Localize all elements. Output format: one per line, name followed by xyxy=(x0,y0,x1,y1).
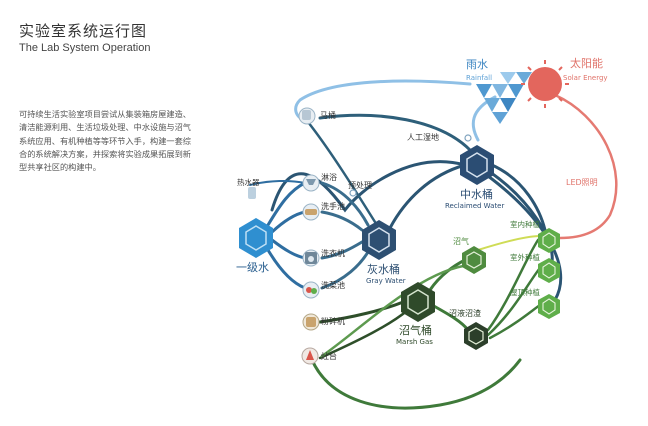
reclaimed-water-hub xyxy=(460,145,494,185)
wetland-node xyxy=(464,134,472,142)
vegetable-sink-label: 洗菜池 xyxy=(321,280,345,290)
primary-to-veg-line xyxy=(266,248,307,290)
rain-icon xyxy=(476,72,532,124)
slurry-to-indoor-line xyxy=(486,238,540,332)
shower-to-gray-line xyxy=(320,181,370,227)
intro-paragraph: 可持续生活实验室项目尝试从集装箱房屋建造、清洁能源利用、生活垃圾处理、中水设施与… xyxy=(19,109,191,173)
sink-to-gray-line xyxy=(320,210,364,232)
reclaimed-to-primary-line xyxy=(270,160,467,213)
stove-label: 灶台 xyxy=(321,351,337,361)
stove-loop-line xyxy=(310,358,522,410)
veg-to-gray-line xyxy=(320,250,370,290)
sink-label: 洗手池 xyxy=(321,201,345,211)
toilet-to-reclaimed-line xyxy=(318,113,472,152)
biogas-hub xyxy=(462,246,486,274)
stove-icon xyxy=(301,347,319,365)
slurry-label: 沼液沼渣 xyxy=(449,308,481,318)
shower-icon xyxy=(302,174,320,192)
primary-water-hub xyxy=(239,218,273,258)
vegetable-sink-icon xyxy=(302,281,320,299)
toilet-icon xyxy=(298,107,316,125)
gray-water-label-cn: 灰水桶 xyxy=(367,262,400,276)
page-title: 实验室系统运行图 xyxy=(19,22,148,40)
wetland-label: 人工湿地 xyxy=(407,132,439,142)
crusher-to-marsh-line xyxy=(318,298,410,324)
led-label: LED照明 xyxy=(566,178,598,187)
stove-to-marsh-line xyxy=(318,308,410,360)
marsh-gas-hub xyxy=(401,282,435,322)
indoor-planting-hub xyxy=(538,228,560,253)
marsh-gas-label-cn: 沼气桶 xyxy=(399,323,432,337)
biogas-to-plants-line xyxy=(477,235,541,251)
food-crusher-label: 粉碎机 xyxy=(321,316,345,326)
hot-water-heater-icon xyxy=(248,187,256,199)
hotwater-to-shower-line xyxy=(249,179,306,186)
gray-water-label-en: Gray Water xyxy=(366,277,406,285)
primary-water-label: 一级水 xyxy=(236,261,269,274)
pretreat-node xyxy=(349,189,357,197)
page-subtitle: The Lab System Operation xyxy=(19,42,151,54)
biogas-to-stove-line xyxy=(320,263,472,358)
outdoor-planting-label: 室外种植 xyxy=(510,252,540,262)
outdoor-planting-hub xyxy=(538,258,560,283)
rain-label-en: Rainfall xyxy=(466,74,492,82)
shower-label: 淋浴 xyxy=(321,172,337,182)
gray-to-reclaimed-line xyxy=(388,163,467,230)
marsh-gas-label-en: Marsh Gas xyxy=(396,338,433,346)
rain-to-toilet-line xyxy=(294,79,472,122)
slurry-to-roof-line xyxy=(488,303,542,340)
reclaimed-to-outdoor-line xyxy=(488,170,554,264)
sun-icon xyxy=(521,60,569,108)
slurry-hub xyxy=(464,322,488,350)
indoor-planting-label: 室内种植 xyxy=(510,219,540,229)
sink-icon xyxy=(302,203,320,221)
hot-water-heater-label: 热水器 xyxy=(237,177,260,187)
washer-to-gray-line xyxy=(320,240,364,260)
slurry-to-outdoor-line xyxy=(486,266,542,337)
solar-to-led-line xyxy=(553,93,618,240)
reclaimed-water-label-en: Reclaimed Water xyxy=(445,202,504,210)
gray-water-hub xyxy=(362,220,396,260)
primary-to-sink-line xyxy=(270,210,307,234)
roof-planting-hub xyxy=(538,294,560,319)
primary-to-washer-line xyxy=(270,238,307,260)
biogas-label: 沼气 xyxy=(453,236,469,246)
toilet-to-gray-line xyxy=(306,120,377,224)
solar-label-cn: 太阳能 xyxy=(570,56,603,70)
pretreat-label: 预处理 xyxy=(348,180,372,190)
rain-label-cn: 雨水 xyxy=(466,58,488,71)
washing-machine-label: 洗衣机 xyxy=(321,248,345,258)
washing-machine-icon xyxy=(302,249,320,267)
food-crusher-icon xyxy=(302,313,320,331)
reclaimed-water-label-cn: 中水桶 xyxy=(460,187,493,201)
roof-planting-label: 屋顶种植 xyxy=(510,287,540,297)
primary-to-shower-line xyxy=(266,181,307,227)
reclaimed-to-indoor-line xyxy=(490,163,547,232)
toilet-label: 马桶 xyxy=(320,110,336,120)
solar-label-en: Solar Energy xyxy=(563,74,608,82)
